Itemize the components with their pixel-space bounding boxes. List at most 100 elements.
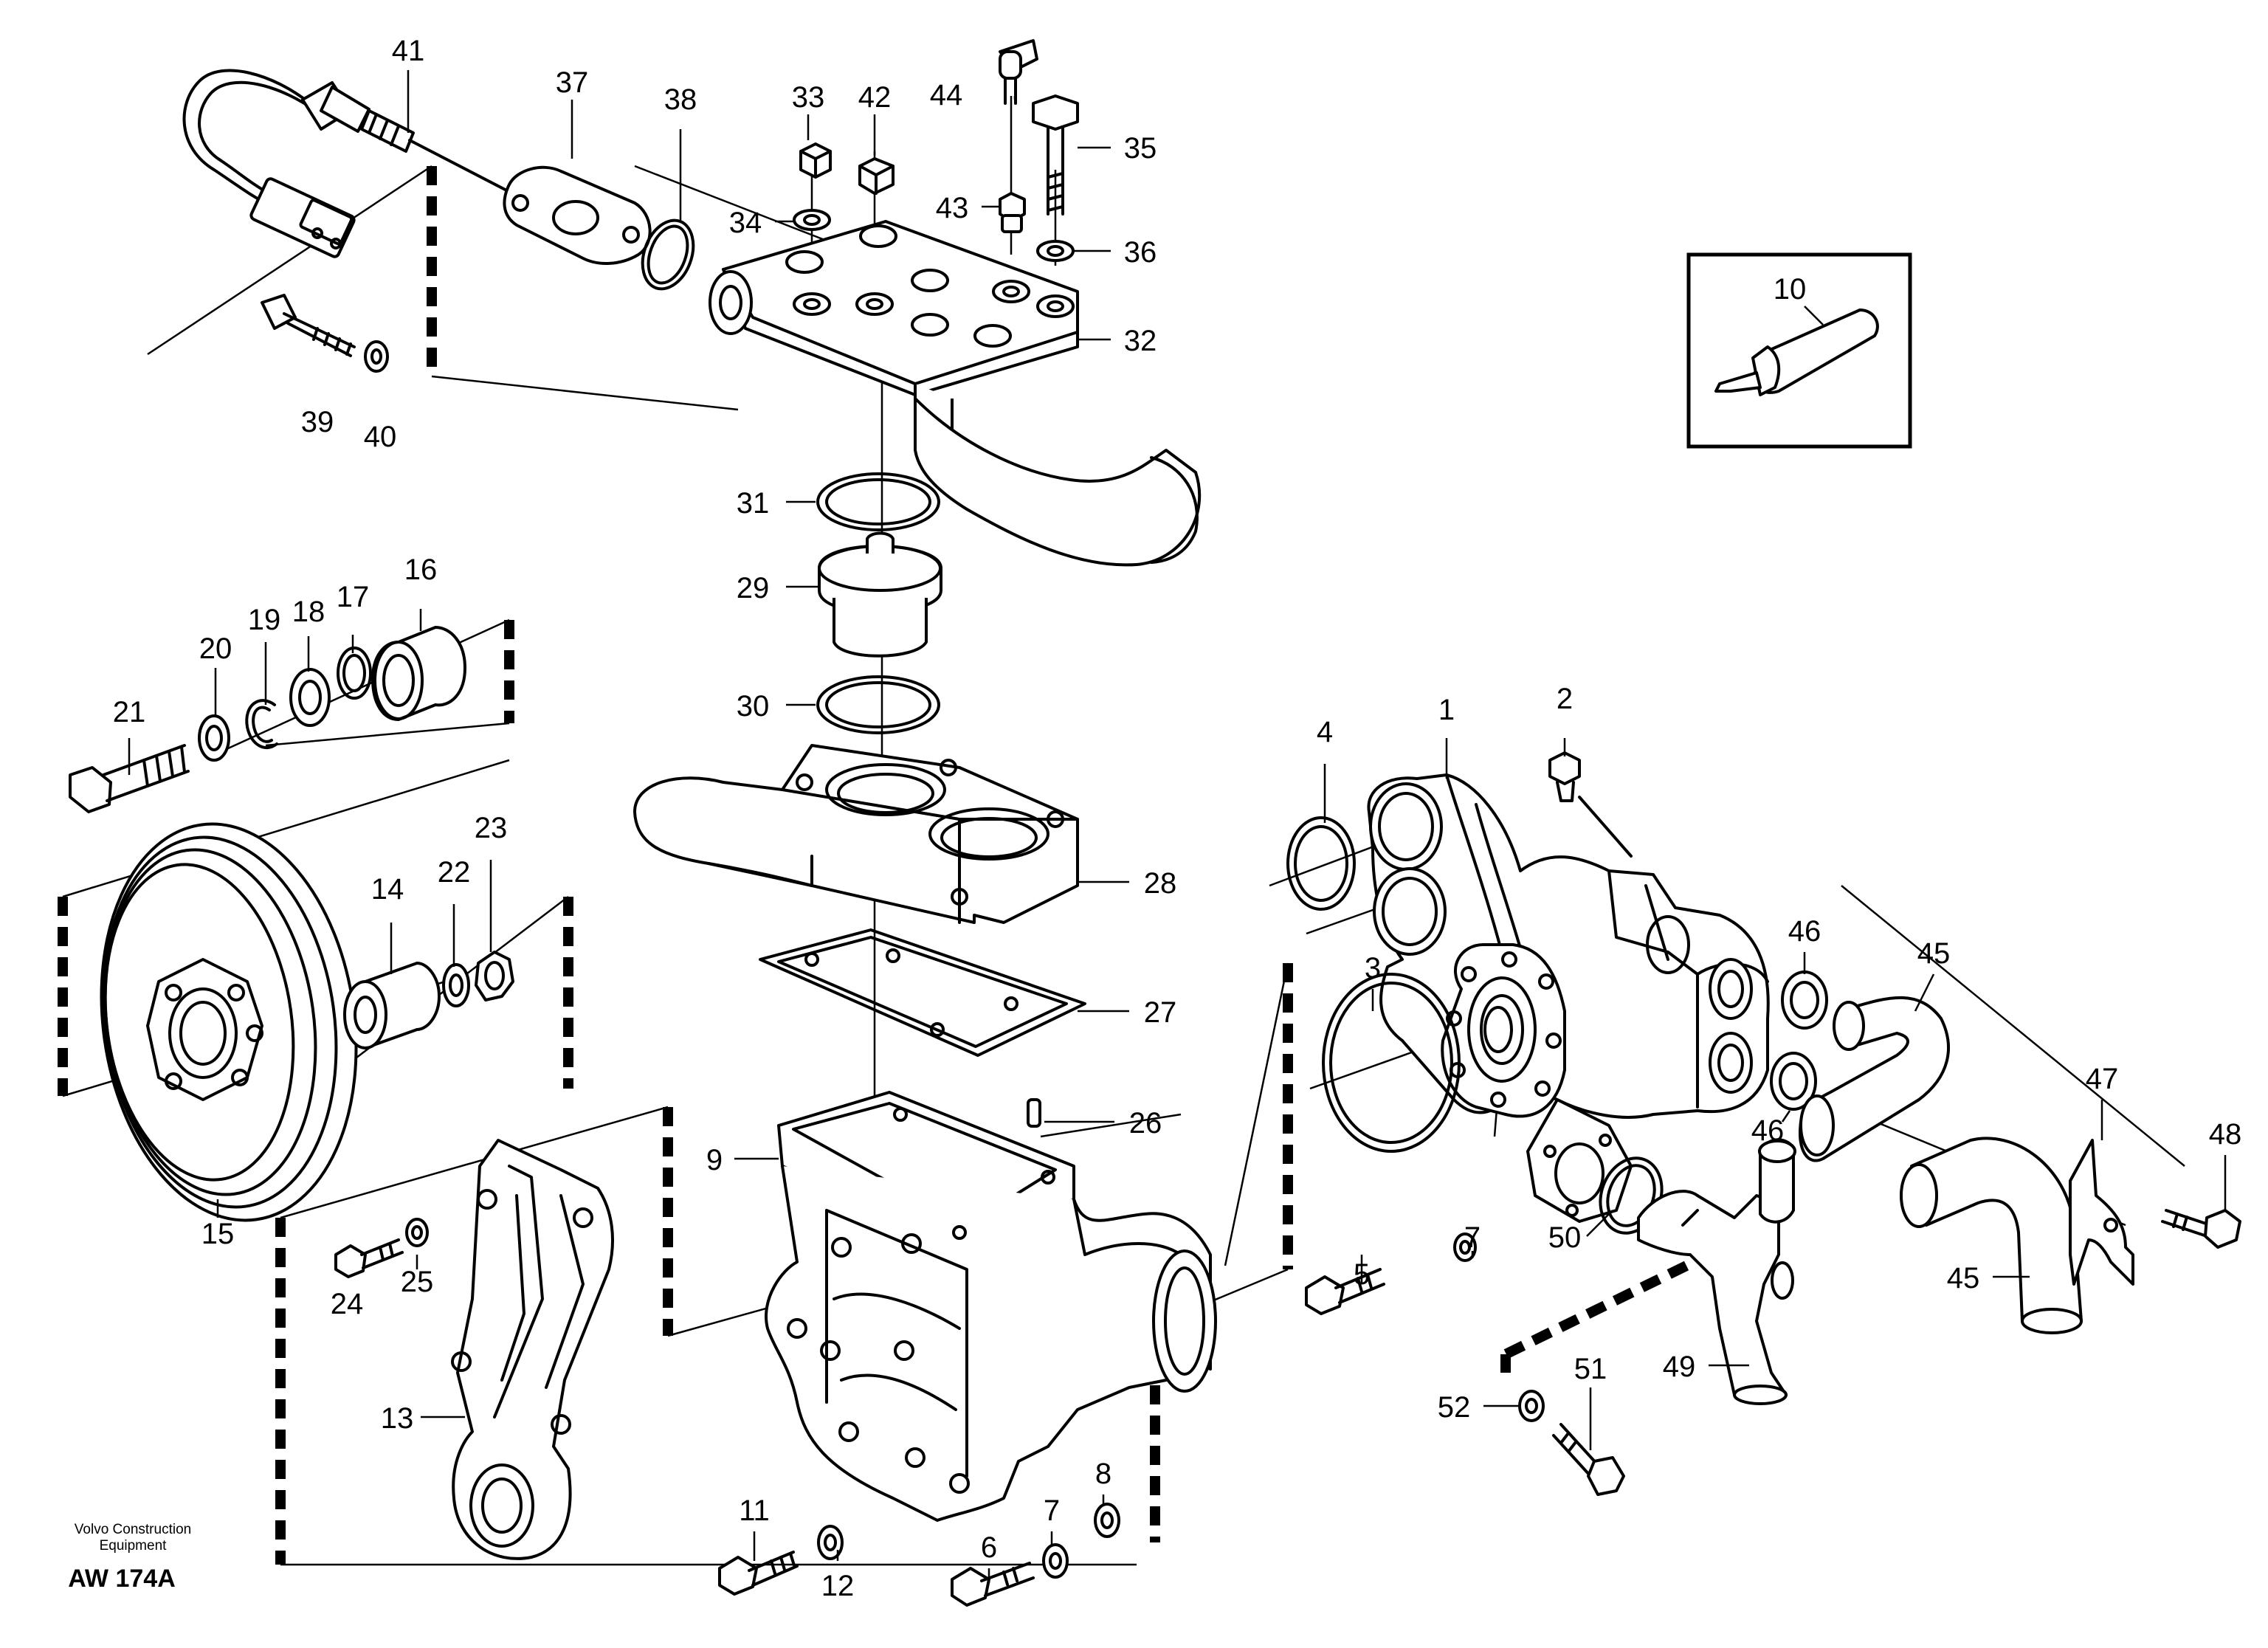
gasket-27: [759, 928, 1086, 1057]
pin-26: [1027, 1098, 1041, 1128]
washer-22: [442, 963, 470, 1007]
label-9: 9: [706, 1144, 723, 1176]
label-2: 2: [1557, 683, 1573, 715]
bolt-51: [1552, 1423, 1625, 1496]
washer-7: [1042, 1543, 1069, 1579]
label-11: 11: [739, 1494, 770, 1527]
leader-lines: [128, 70, 2227, 1583]
label-20: 20: [199, 632, 232, 665]
label-38: 38: [664, 83, 697, 116]
flange-37: [503, 165, 652, 265]
bolt-6: [951, 1562, 1035, 1607]
label-26: 26: [1129, 1107, 1162, 1140]
banjo-fitting-44: [999, 39, 1038, 105]
label-14: 14: [371, 873, 404, 906]
callout-labels: 41 37 38 33 42 44 35 34 43 36 32 39 40 1…: [113, 35, 2242, 1602]
label-32: 32: [1124, 325, 1157, 357]
bolt-35: [1032, 94, 1079, 216]
o-ring-4: [1286, 816, 1356, 911]
bolt-5: [1305, 1268, 1385, 1315]
plug-2: [1548, 751, 1633, 858]
label-36: 36: [1124, 236, 1157, 269]
label-33: 33: [792, 81, 825, 114]
pulley-15: [100, 822, 358, 1222]
label-46-lower: 46: [1751, 1114, 1785, 1147]
bolt-11: [718, 1551, 799, 1596]
label-25: 25: [401, 1266, 434, 1298]
caption-block: Volvo Construction Equipment AW 174A: [68, 1522, 191, 1593]
bolt-39: [261, 294, 356, 357]
thermostat-housing-28: [633, 744, 1079, 924]
label-16: 16: [404, 554, 438, 586]
o-ring-3: [1322, 973, 1461, 1153]
label-31: 31: [737, 487, 770, 520]
label-47: 47: [2086, 1063, 2119, 1095]
thermostat-29: [818, 531, 942, 658]
label-17: 17: [337, 581, 370, 613]
washer-20: [198, 714, 230, 762]
label-22: 22: [438, 856, 471, 889]
bushing-16: [371, 626, 466, 721]
washer-34: [793, 209, 831, 231]
circlip-19: [245, 699, 278, 749]
label-46-upper: 46: [1788, 915, 1821, 948]
label-50: 50: [1548, 1221, 1582, 1254]
label-45-upper: 45: [1917, 937, 1951, 970]
washer-12: [817, 1525, 844, 1560]
nut-23: [475, 951, 514, 1001]
label-45-lower: 45: [1947, 1262, 1980, 1294]
spacer-14: [343, 962, 441, 1049]
thermostat-housing-32: [709, 220, 1202, 567]
label-41: 41: [392, 35, 425, 67]
seal-46-lower: [1770, 1052, 1817, 1111]
label-10: 10: [1774, 273, 1807, 306]
label-24: 24: [331, 1288, 364, 1320]
plug-42: [858, 157, 895, 195]
bolt-24: [334, 1238, 404, 1278]
label-51: 51: [1574, 1353, 1607, 1385]
bolt-21: [69, 744, 190, 813]
label-28: 28: [1144, 867, 1177, 900]
label-23: 23: [475, 812, 508, 844]
ring-17: [337, 647, 372, 700]
bolt-48: [2161, 1209, 2241, 1249]
label-30: 30: [737, 690, 770, 723]
pipe-49: [1637, 1138, 1796, 1405]
caption-line-1: Volvo Construction: [75, 1522, 191, 1537]
label-39: 39: [301, 406, 334, 438]
label-6: 6: [981, 1531, 997, 1564]
label-49: 49: [1663, 1351, 1696, 1383]
hose-45-lower: [1900, 1137, 2083, 1334]
label-37: 37: [556, 66, 589, 99]
label-7-right: 7: [1464, 1221, 1481, 1254]
label-7: 7: [1044, 1494, 1060, 1527]
washer-52: [1518, 1390, 1545, 1422]
temperature-sensor-41: [182, 69, 518, 258]
label-15: 15: [201, 1218, 235, 1250]
washer-8: [1094, 1503, 1120, 1538]
label-44: 44: [930, 79, 963, 111]
seal-18: [289, 668, 331, 727]
label-43: 43: [936, 192, 969, 224]
label-1: 1: [1438, 694, 1455, 726]
label-4: 4: [1317, 716, 1333, 748]
washer-40: [364, 340, 389, 373]
seal-ring-30: [816, 675, 940, 734]
sealant-inset-box: [1686, 252, 1912, 449]
label-48: 48: [2209, 1118, 2242, 1151]
label-12: 12: [821, 1570, 855, 1602]
plug-33: [799, 142, 832, 179]
washer-36: [1036, 240, 1075, 262]
clamp-47: [2069, 1139, 2134, 1286]
label-34: 34: [729, 207, 762, 239]
hose-45-upper: [1799, 996, 1950, 1162]
label-18: 18: [292, 596, 325, 628]
label-21: 21: [113, 696, 146, 728]
label-13: 13: [381, 1402, 414, 1435]
label-29: 29: [737, 572, 770, 604]
label-8: 8: [1095, 1458, 1111, 1490]
fitting-43: [999, 192, 1026, 233]
washer-7-right: [1453, 1232, 1477, 1262]
seal-ring-31: [816, 472, 940, 531]
